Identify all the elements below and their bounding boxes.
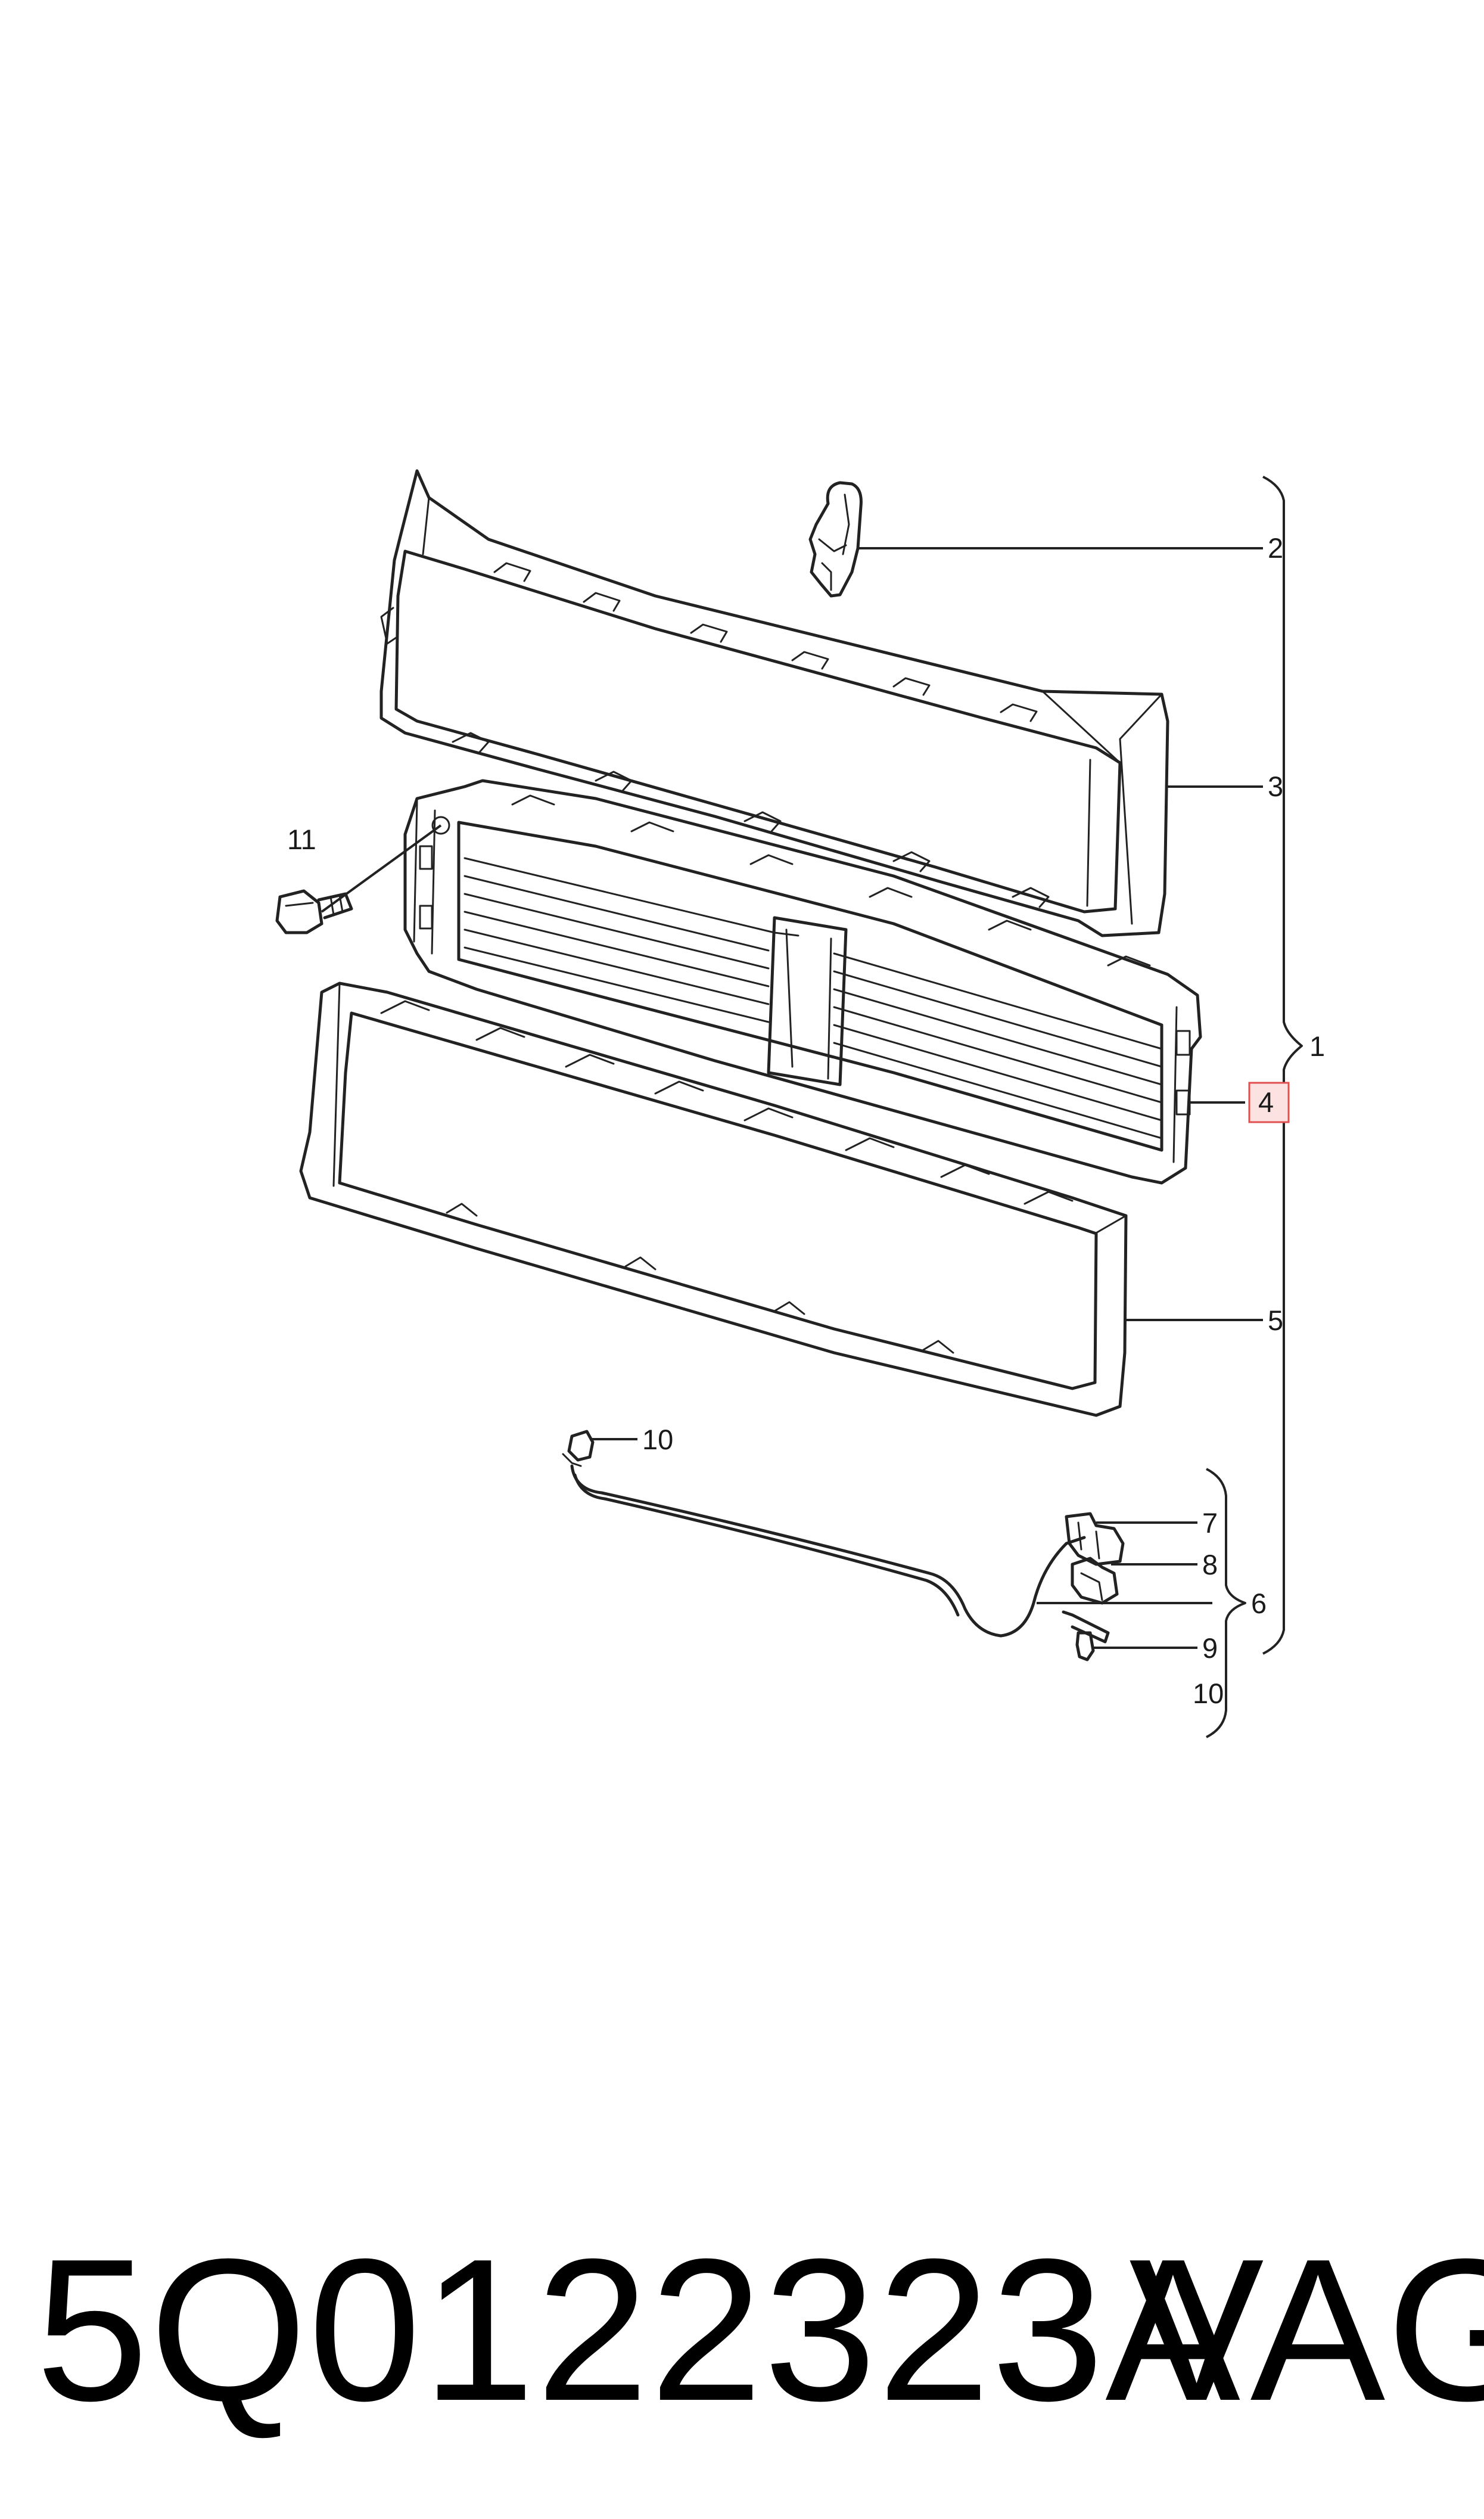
- callout-8: 8: [1202, 1549, 1218, 1580]
- part-10-wiring: [562, 1430, 1086, 1638]
- brand-text: VAG: [1129, 2217, 1484, 2443]
- part-5-lower-frame: [299, 981, 1128, 1417]
- callout-6: 6: [1251, 1588, 1267, 1619]
- callout-7: 7: [1202, 1507, 1218, 1539]
- brace-assembly-6: [1206, 1468, 1246, 1738]
- callout-10-group: 10: [1193, 1678, 1224, 1709]
- callout-11: 11: [287, 824, 316, 855]
- callout-9: 9: [1202, 1632, 1218, 1664]
- callout-4-highlight: [1248, 1082, 1290, 1123]
- callout-3: 3: [1268, 771, 1283, 802]
- part-3-upper-frame: [379, 469, 1169, 937]
- leader-lines: [321, 547, 1263, 1649]
- part-8-clip: [1071, 1557, 1119, 1605]
- callout-2: 2: [1268, 532, 1283, 564]
- part-4-shutter-grille: [403, 779, 1202, 1185]
- part-2-clip: [808, 481, 863, 598]
- callout-1: 1: [1309, 1030, 1325, 1062]
- callout-10-harness: 10: [642, 1424, 673, 1455]
- callout-4: 4: [1258, 1086, 1274, 1118]
- part-9-push-clip: [1062, 1610, 1110, 1661]
- part-number-text: 5Q0122323A: [36, 2217, 1242, 2443]
- callout-5: 5: [1268, 1304, 1283, 1336]
- part-7-connector: [1065, 1512, 1125, 1566]
- brace-assembly-1: [1262, 476, 1303, 1655]
